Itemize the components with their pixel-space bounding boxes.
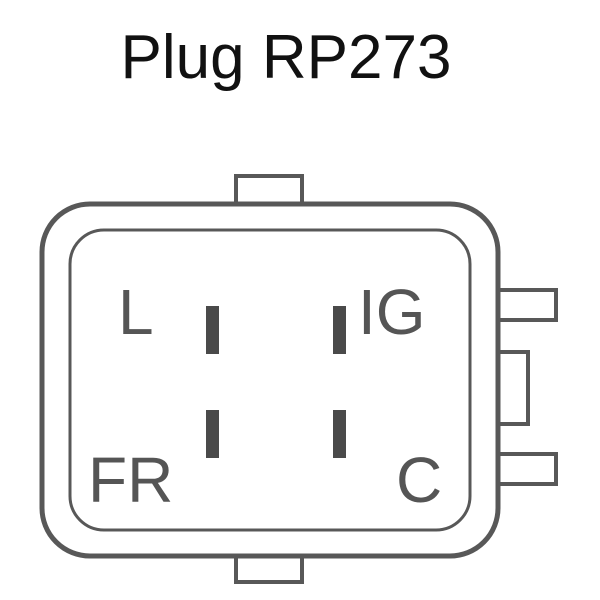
pin-terminal-c [333, 410, 346, 458]
bottom-latch-tab [234, 552, 304, 584]
connector-housing-outer [39, 201, 501, 559]
pin-label-ig: IG [358, 276, 426, 348]
right-tab-lower [492, 452, 558, 486]
pin-label-fr: FR [88, 444, 173, 516]
diagram-title: Plug RP273 [121, 23, 452, 92]
pin-terminal-l [206, 306, 219, 354]
connector-housing-inner [68, 228, 472, 532]
right-tab-upper [492, 288, 558, 322]
pin-label-l: L [118, 276, 154, 348]
pin-label-c: C [396, 444, 442, 516]
pin-terminal-ig [333, 306, 346, 354]
pin-terminal-fr [206, 410, 219, 458]
